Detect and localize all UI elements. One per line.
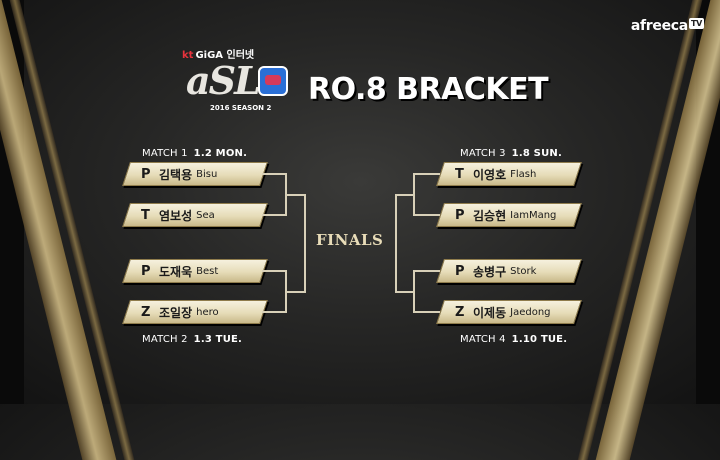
player-id: Flash bbox=[510, 168, 537, 180]
race-badge: Z bbox=[141, 304, 151, 320]
tv-mascot-icon bbox=[258, 66, 288, 96]
player-name: 이영호 bbox=[473, 167, 507, 182]
player-name: 김택용 bbox=[159, 167, 193, 182]
sponsor-kt: kt bbox=[182, 50, 194, 61]
bracket-line bbox=[262, 270, 286, 272]
player-id: Sea bbox=[196, 209, 215, 221]
bracket-line bbox=[396, 291, 414, 293]
race-badge: P bbox=[141, 166, 151, 182]
race-badge: P bbox=[455, 207, 465, 223]
player-name: 염보성 bbox=[159, 208, 193, 223]
race-badge: T bbox=[141, 207, 150, 223]
race-badge: P bbox=[455, 263, 465, 279]
player-id: hero bbox=[196, 306, 219, 318]
player-id: Bisu bbox=[196, 168, 218, 180]
player-name: 이제동 bbox=[473, 305, 507, 320]
bracket-line bbox=[396, 194, 414, 196]
race-badge: T bbox=[455, 166, 464, 182]
bracket-line bbox=[285, 194, 305, 196]
bracket-line bbox=[413, 270, 415, 313]
bracket-line bbox=[262, 311, 286, 313]
player-id: Jaedong bbox=[510, 306, 551, 318]
asl-logo: aSL 2016 SEASON 2 bbox=[186, 58, 288, 112]
player-name: 조일장 bbox=[159, 305, 193, 320]
sponsor-text: GiGA 인터넷 bbox=[195, 50, 255, 61]
bracket-line bbox=[262, 173, 286, 175]
bracket-line bbox=[285, 291, 305, 293]
race-badge: Z bbox=[455, 304, 465, 320]
bracket-line bbox=[414, 214, 440, 216]
bracket-line bbox=[414, 270, 440, 272]
finals-label: FINALS bbox=[316, 231, 384, 249]
bracket-line bbox=[414, 311, 440, 313]
player-id: Best bbox=[196, 265, 219, 277]
bracket-line bbox=[395, 194, 397, 293]
bracket-line bbox=[414, 173, 440, 175]
asl-logo-text: aSL bbox=[186, 58, 261, 103]
broadcaster-name: afreeca bbox=[630, 18, 688, 34]
bracket-line bbox=[262, 214, 286, 216]
broadcaster-tv: TV bbox=[688, 18, 704, 29]
player-name: 도재욱 bbox=[159, 264, 193, 279]
player-id: Stork bbox=[510, 265, 537, 277]
bracket-line bbox=[304, 194, 306, 293]
player-name: 송병구 bbox=[473, 264, 507, 279]
season-label: 2016 SEASON 2 bbox=[210, 104, 272, 112]
player-name: 김승현 bbox=[473, 208, 507, 223]
player-id: IamMang bbox=[510, 209, 557, 221]
race-badge: P bbox=[141, 263, 151, 279]
bracket-title: RO.8 BRACKET bbox=[308, 72, 549, 107]
bracket-line bbox=[413, 173, 415, 216]
